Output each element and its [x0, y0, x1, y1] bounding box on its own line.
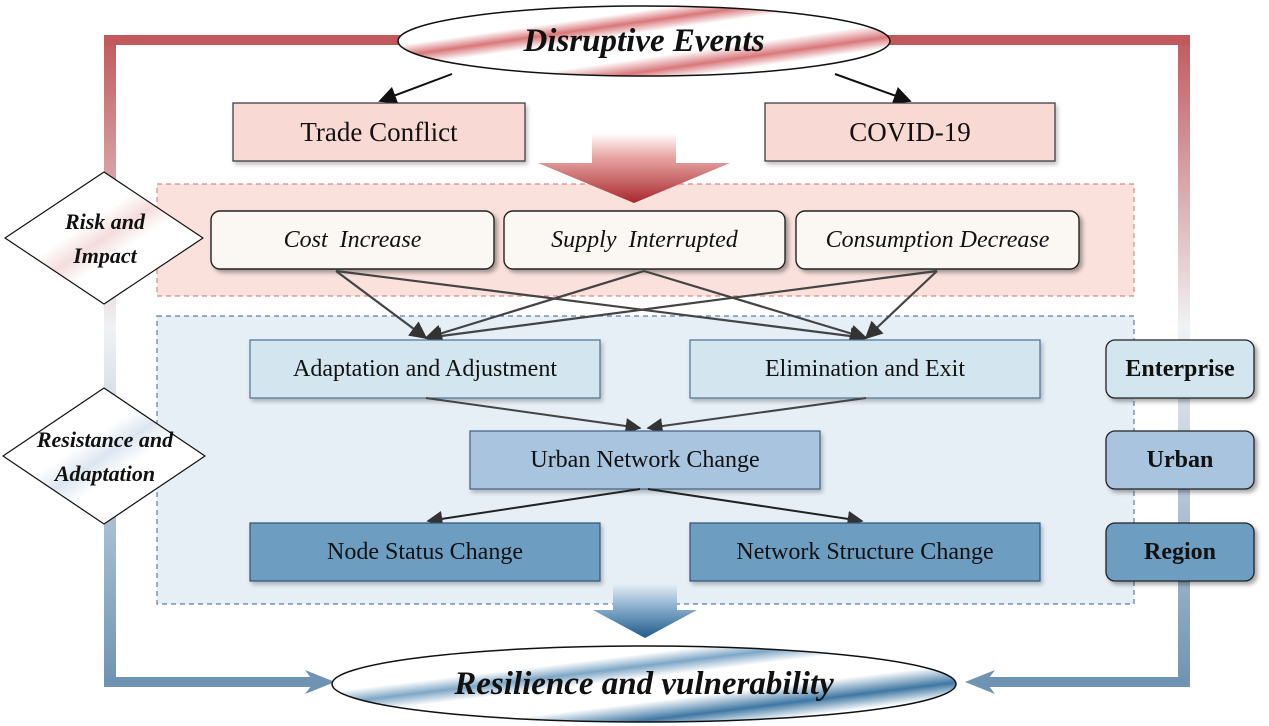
- resilience-vulnerability-title: Resilience and vulnerability: [454, 665, 834, 702]
- arrow-to-covid: [834, 73, 912, 104]
- arrow-urban-to-structure: [647, 488, 864, 527]
- consumption-decrease-box: [795, 210, 1080, 270]
- covid-label: COVID-19: [849, 116, 971, 147]
- risk-to-response-arrows: [335, 269, 938, 345]
- risk-impact-diamond: [4, 171, 204, 305]
- region-level-label: Region: [1144, 538, 1216, 565]
- urban-level-label: Urban: [1146, 446, 1214, 473]
- node-status-change-label: Node Status Change: [327, 538, 523, 565]
- adaptation-adjustment-box: [249, 339, 601, 399]
- urban-network-change-label: Urban Network Change: [530, 446, 760, 473]
- resistance-adaptation-label-line1: Resistance and: [36, 427, 174, 452]
- consumption-decrease-label: Consumption Decrease: [825, 226, 1050, 253]
- top-event-ellipse: [397, 5, 891, 77]
- node-status-change-box: [249, 522, 601, 582]
- risk-impact-label: Risk and Impact: [30, 204, 180, 274]
- region-level-box: [1105, 522, 1255, 582]
- trade-conflict-label: Trade Conflict: [300, 116, 458, 147]
- arrow-to-trade-conflict: [378, 73, 453, 104]
- arrow-elimination-to-urban: [646, 397, 867, 434]
- arrow-adaptation-to-urban: [425, 397, 642, 434]
- cost-increase-label: Cost Increase: [283, 226, 422, 253]
- risk-impact-label-line1: Risk and: [64, 209, 146, 234]
- red-down-arrow: [538, 133, 730, 203]
- supply-interrupted-box: [503, 210, 786, 270]
- covid-box: [764, 102, 1056, 162]
- elimination-exit-box: [689, 339, 1041, 399]
- enterprise-level-label: Enterprise: [1125, 355, 1235, 382]
- risk-impact-label-line2: Impact: [73, 243, 137, 268]
- resistance-adaptation-label-line2: Adaptation: [54, 461, 156, 486]
- urban-level-box: [1105, 430, 1255, 490]
- cost-increase-box: [210, 210, 495, 270]
- arrow-urban-to-node: [426, 488, 641, 527]
- network-structure-change-box: [689, 522, 1041, 582]
- supply-interrupted-label: Supply Interrupted: [551, 226, 738, 253]
- urban-network-change-box: [469, 430, 821, 490]
- bottom-outcome-ellipse: [331, 645, 957, 723]
- elimination-exit-label: Elimination and Exit: [765, 355, 965, 382]
- resistance-adaptation-label: Resistance and Adaptation: [14, 422, 196, 492]
- trade-conflict-box: [232, 102, 526, 162]
- resistance-adaptation-diamond: [2, 387, 206, 525]
- blue-down-arrow: [593, 584, 697, 638]
- enterprise-level-box: [1105, 339, 1255, 399]
- network-structure-change-label: Network Structure Change: [736, 538, 994, 565]
- adaptation-adjustment-label: Adaptation and Adjustment: [293, 355, 557, 382]
- disruptive-events-title: Disruptive Events: [523, 22, 765, 59]
